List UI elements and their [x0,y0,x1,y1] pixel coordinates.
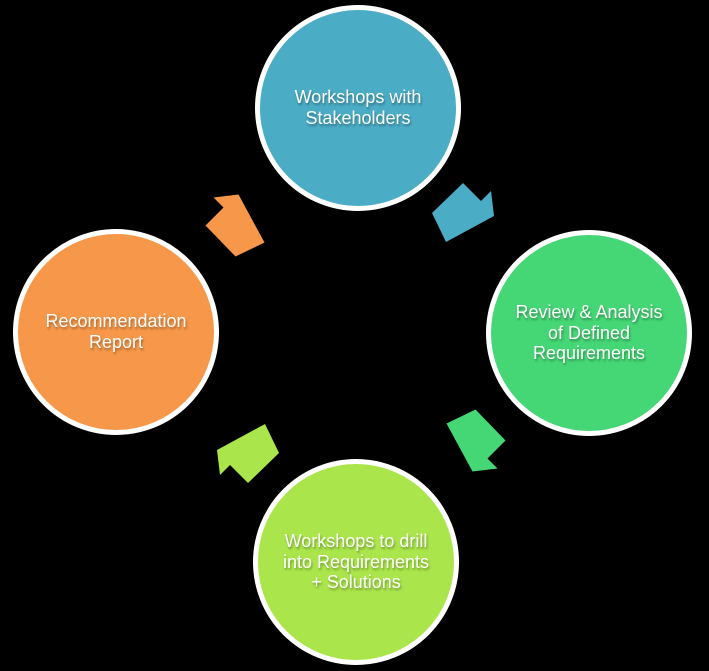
stage-label: Workshops to drill into Requirements + S… [282,530,430,593]
stage-circle-recommendation-report: Recommendation Report [13,229,219,435]
stage-label: Review & Analysis of Defined Requirement… [515,301,663,364]
stage-circle-drill-workshops: Workshops to drill into Requirements + S… [253,459,459,665]
arrow-top-left-icon [205,194,265,257]
stage-label: Workshops with Stakeholders [294,87,422,128]
arrow-top-right-icon [432,183,494,242]
arrow-bottom-left-icon [217,424,279,483]
stage-circle-workshops-with-stakeholders: Workshops with Stakeholders [255,5,461,211]
stage-circle-review-analysis: Review & Analysis of Defined Requirement… [486,230,692,436]
arrow-bottom-right-icon [446,409,506,472]
stage-label: Recommendation Report [45,311,187,352]
